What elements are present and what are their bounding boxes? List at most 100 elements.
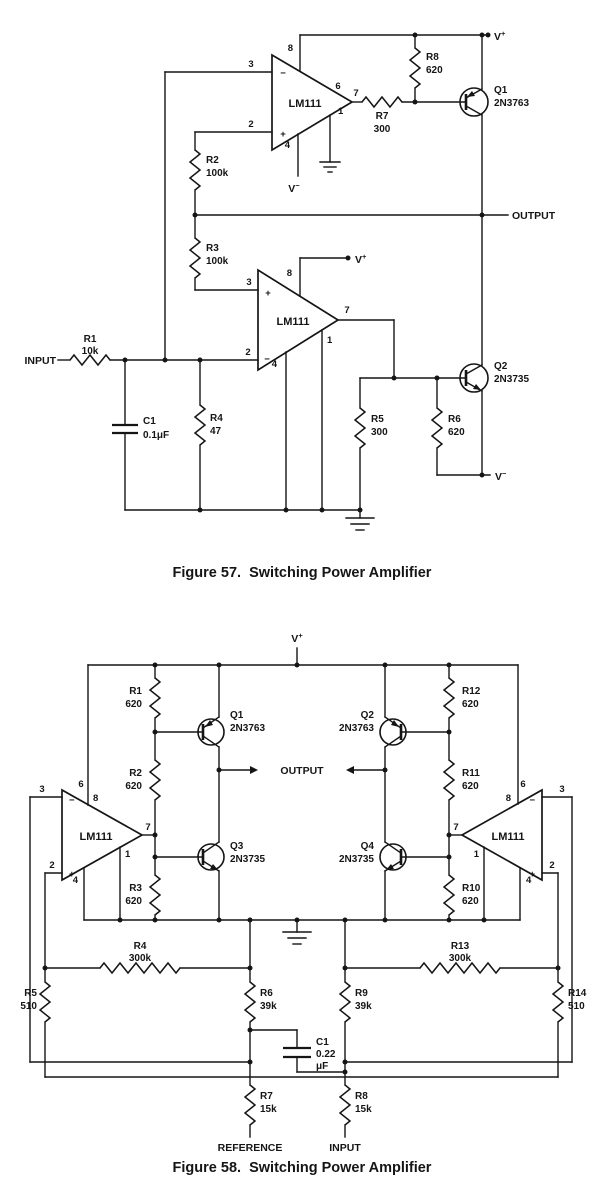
- f58-resistor-r13: R13 300k: [419, 941, 501, 975]
- f58-r9-ref: R9: [355, 988, 368, 999]
- f57-c1-ref: C1: [143, 416, 156, 427]
- f58-output-arrow-right-icon: [346, 766, 354, 774]
- f58-r10-ref: R10: [462, 883, 481, 894]
- f58-r6-val: 39k: [260, 1001, 277, 1012]
- f57-transistor-q2: Q2 2N3735: [459, 361, 529, 393]
- f57-u2-pin7: 7: [344, 305, 349, 316]
- f57-q2-ref: Q2: [494, 361, 508, 372]
- f57-q2-val: 2N3735: [494, 374, 529, 385]
- figure-57-caption: Figure 57. Switching Power Amplifier: [173, 565, 432, 581]
- f57-resistor-r6: R6 620: [430, 407, 465, 449]
- f58-resistor-r2: R2 620: [125, 759, 162, 801]
- f57-q1-emitter-arrow-icon: [467, 91, 475, 97]
- f58-resistor-r3: R3 620: [125, 874, 162, 916]
- figure-57-schematic: LM111 3 − 2 + 8 6 7 1 4 LM111 3 + 2 − 8 …: [25, 29, 556, 581]
- f58-r9-val: 39k: [355, 1001, 372, 1012]
- f57-u1-pin8: 8: [288, 43, 293, 54]
- f58-q1-ref: Q1: [230, 710, 244, 721]
- f57-r2-val: 100k: [206, 168, 229, 179]
- f57-r6-val: 620: [448, 427, 465, 438]
- f57-q2-emitter-arrow-icon: [473, 384, 481, 390]
- f57-u1-pin2: 2: [248, 119, 253, 130]
- f57-vplus-u2-label: V+: [355, 252, 367, 266]
- figure-58-schematic: LM111 3 − 6 8 7 2 + 1 4 LM111 3 − 6 8 7 …: [20, 631, 587, 1176]
- f58-r4-val: 300k: [129, 953, 152, 964]
- f58-resistor-r5: R5 510: [20, 981, 52, 1023]
- f58-uleft-pin1: 1: [125, 849, 131, 860]
- f57-u2-pin2: 2: [245, 347, 250, 358]
- f57-u1-pin4: 4: [285, 140, 291, 151]
- f57-r2-ref: R2: [206, 155, 219, 166]
- f57-resistor-r4: R4 47: [193, 404, 223, 446]
- f58-uright-pin2: 2: [549, 860, 554, 871]
- f58-r5-val: 510: [20, 1001, 37, 1012]
- f58-r14-val: 510: [568, 1001, 585, 1012]
- f58-q4-val: 2N3735: [339, 854, 374, 865]
- f58-resistor-r10: R10 620: [442, 874, 481, 916]
- f57-ground-bottom: [345, 517, 375, 531]
- f58-q3-emitter-arrow-icon: [210, 864, 218, 870]
- f57-r1-val: 10k: [82, 346, 99, 357]
- f58-capacitor-c1: C1 0.22 μF: [283, 1037, 336, 1072]
- f58-r8-val: 15k: [355, 1104, 372, 1115]
- f57-r7-val: 300: [374, 124, 391, 135]
- f58-c1-val2: μF: [316, 1061, 328, 1072]
- f58-r11-ref: R11: [462, 768, 480, 779]
- f57-r4-ref: R4: [210, 413, 223, 424]
- f58-resistor-r9: R9 39k: [338, 981, 372, 1023]
- f58-uright-pin1: 1: [474, 849, 480, 860]
- f57-vminus-right-label: V−: [495, 469, 507, 483]
- f58-uright-pin4: 4: [526, 875, 532, 886]
- f57-r5-val: 300: [371, 427, 388, 438]
- f57-transistor-q1: Q1 2N3763: [459, 85, 529, 117]
- f57-vplus-top-label: V+: [494, 29, 506, 43]
- f57-u2-pin8: 8: [287, 268, 292, 279]
- f58-r2-ref: R2: [129, 768, 142, 779]
- f58-r13-val: 300k: [449, 953, 472, 964]
- f58-comparator-left: LM111 3 − 6 8 7 2 + 1 4: [39, 779, 150, 886]
- f57-resistor-r1: R1 10k: [69, 334, 111, 367]
- f57-q1-val: 2N3763: [494, 98, 529, 109]
- f58-q2-val: 2N3763: [339, 723, 374, 734]
- f57-r3-val: 100k: [206, 256, 229, 267]
- f58-q4-ref: Q4: [361, 841, 375, 852]
- f58-resistor-r7: R7 15k: [243, 1084, 277, 1126]
- f57-r7-ref: R7: [376, 111, 389, 122]
- f57-r3-ref: R3: [206, 243, 219, 254]
- f58-resistor-r1: R1 620: [125, 677, 162, 719]
- f58-r5-ref: R5: [24, 988, 37, 999]
- f58-vplus-terminal-label: V+: [291, 631, 303, 645]
- f58-comparator-right: LM111 3 − 6 8 7 2 + 1 4: [453, 779, 564, 886]
- f58-transistor-q1: Q1 2N3763: [197, 710, 265, 748]
- f57-u1-inv-sign: −: [280, 68, 286, 79]
- f58-uleft-pin3: 3: [39, 784, 44, 795]
- f57-resistor-r2: R2 100k: [188, 149, 229, 191]
- f58-resistor-r14: R14 510: [551, 981, 587, 1023]
- f58-uleft-non-sign: +: [69, 869, 75, 880]
- f57-u1-name: LM111: [288, 98, 321, 110]
- f58-wires: [29, 647, 573, 1138]
- f57-vminus-u1-label: V−: [288, 181, 300, 195]
- f57-junction-dots: [122, 32, 491, 513]
- f57-ground-u1: [319, 161, 341, 173]
- f58-uright-pin7: 7: [453, 822, 458, 833]
- f58-r8-ref: R8: [355, 1091, 368, 1102]
- f58-r12-ref: R12: [462, 686, 481, 697]
- f58-uleft-pin7: 7: [145, 822, 150, 833]
- f58-q3-val: 2N3735: [230, 854, 265, 865]
- f57-output-terminal-label: OUTPUT: [512, 210, 556, 222]
- f57-resistor-r7: R7 300: [361, 95, 403, 135]
- f57-r5-ref: R5: [371, 414, 384, 425]
- f57-u2-pin4: 4: [272, 359, 278, 370]
- f58-r4-ref: R4: [134, 941, 147, 952]
- f58-r7-ref: R7: [260, 1091, 273, 1102]
- f58-r10-val: 620: [462, 896, 479, 907]
- f58-r13-ref: R13: [451, 941, 470, 952]
- f58-q2-emitter-arrow-icon: [391, 720, 399, 727]
- f58-uleft-pin4: 4: [73, 875, 79, 886]
- f58-r1-ref: R1: [129, 686, 142, 697]
- f58-input-terminal-label: INPUT: [329, 1142, 361, 1154]
- f58-r7-val: 15k: [260, 1104, 277, 1115]
- f57-comparator-u2: LM111 3 + 2 − 8 7 1 4: [245, 268, 350, 372]
